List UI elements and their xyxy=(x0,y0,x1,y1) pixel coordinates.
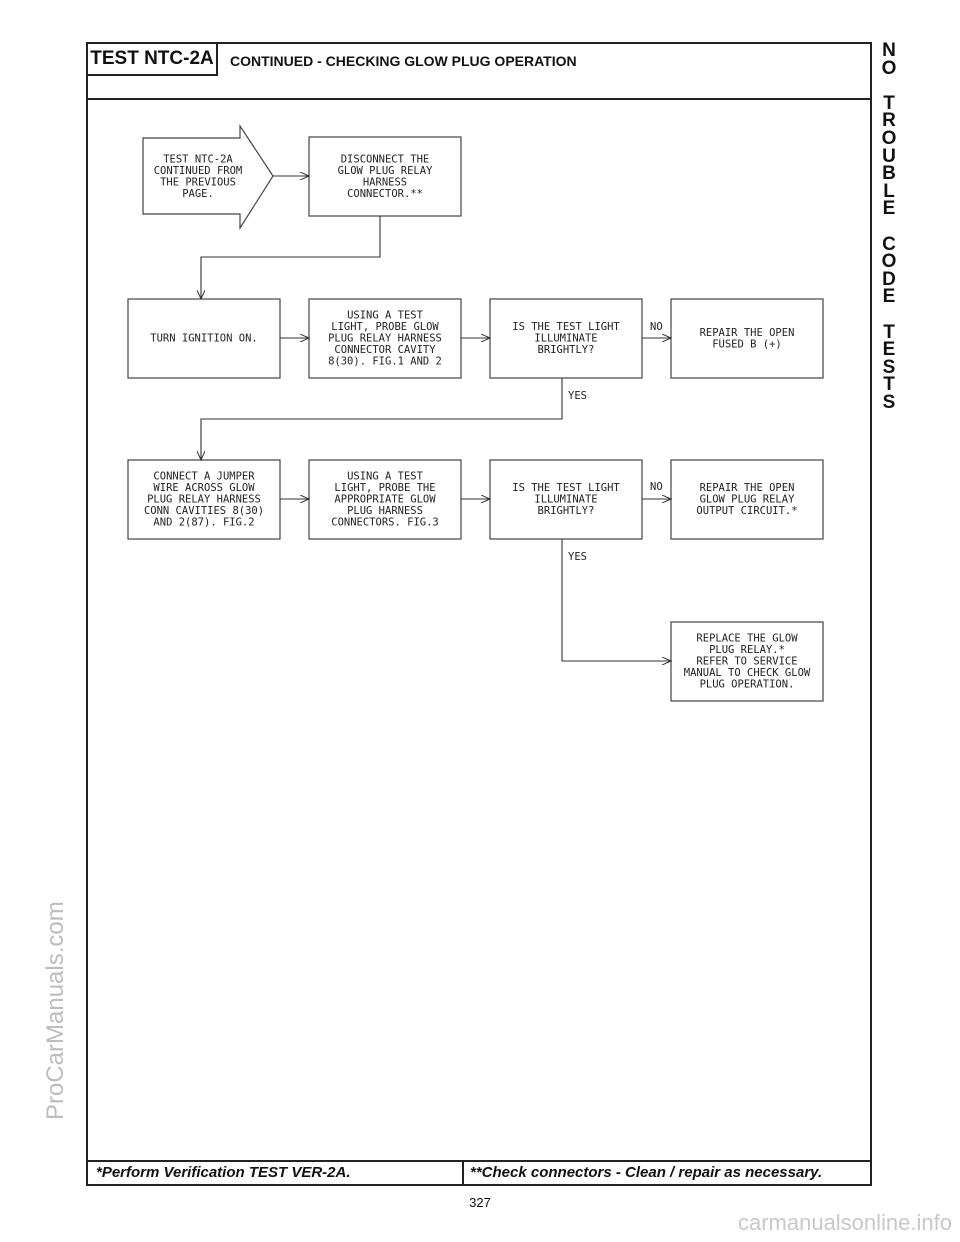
flow-text-line: CONNECTOR CAVITY xyxy=(334,344,436,356)
header-divider xyxy=(86,98,872,100)
flow-text-line: GLOW PLUG RELAY xyxy=(338,165,434,177)
flow-text-line: ILLUMINATE xyxy=(534,333,597,345)
flow-text-line: HARNESS xyxy=(363,176,407,188)
arrow-q1-yes xyxy=(201,378,563,460)
side-tab-letter: O xyxy=(881,127,897,149)
flow-text-line: CONTINUED FROM xyxy=(154,165,243,177)
flow-text-line: PLUG HARNESS xyxy=(347,505,423,517)
flow-text-line: DISCONNECT THE xyxy=(341,153,430,165)
flow-text-line: CONNECTORS. FIG.3 xyxy=(331,517,438,529)
flow-text-line: BRIGHTLY? xyxy=(538,505,595,517)
side-tab-letter: S xyxy=(882,356,896,378)
flow-text-line: PLUG RELAY.* xyxy=(709,644,785,656)
q1-yes-label: YES xyxy=(568,390,587,402)
flow-text-line: WIRE ACROSS GLOW xyxy=(153,482,255,494)
flow-text-line: TEST NTC-2A xyxy=(163,153,233,165)
watermark-left: ProCarManuals.com xyxy=(42,901,69,1120)
flow-text-line: MANUAL TO CHECK GLOW xyxy=(684,667,811,679)
flow-text-line: CONNECTOR.** xyxy=(347,188,423,200)
flow-text-line: OUTPUT CIRCUIT.* xyxy=(696,505,797,517)
flow-text-line: BRIGHTLY? xyxy=(538,344,595,356)
side-tab-letter: C xyxy=(882,233,896,255)
page-number: 327 xyxy=(469,1195,491,1210)
flow-text-line: FUSED B (+) xyxy=(712,338,782,350)
footer-note-verification: *Perform Verification TEST VER-2A. xyxy=(96,1164,351,1181)
flow-text-line: CONN CAVITIES 8(30) xyxy=(144,505,264,517)
side-tab-letter: B xyxy=(882,163,896,185)
test-label: TEST NTC-2A xyxy=(86,42,218,76)
side-tab-letter: R xyxy=(882,110,896,132)
flow-text-line: USING A TEST xyxy=(347,310,424,322)
q2-yes-label: YES xyxy=(568,551,587,563)
side-tab-letter: O xyxy=(881,57,897,79)
side-tab-letter: N xyxy=(882,40,896,61)
flow-text-line: GLOW PLUG RELAY xyxy=(700,494,796,506)
side-tab-letter: T xyxy=(883,92,895,114)
flow-text-line: TURN IGNITION ON. xyxy=(150,333,257,345)
flow-text-line: IS THE TEST LIGHT xyxy=(512,321,620,333)
flow-text-ignition: TURN IGNITION ON. xyxy=(150,333,257,345)
side-tab-letter: T xyxy=(883,374,895,396)
side-tab-letter: S xyxy=(882,391,896,413)
footer-divider xyxy=(86,1160,872,1162)
flow-text-line: APPROPRIATE GLOW xyxy=(334,494,436,506)
flow-text-line: PAGE. xyxy=(182,188,214,200)
flow-text-line: REPLACE THE GLOW xyxy=(696,633,798,645)
flow-text-line: 8(30). FIG.1 AND 2 xyxy=(328,356,442,368)
flow-text-line: LIGHT, PROBE GLOW xyxy=(331,321,439,333)
q1-no-label: NO xyxy=(650,321,663,333)
arrow-q2-yes xyxy=(561,539,671,661)
footer-note-connectors: **Check connectors - Clean / repair as n… xyxy=(470,1164,823,1181)
watermark-bottom: carmanualsonline.info xyxy=(737,1210,952,1235)
side-tab-letter: L xyxy=(883,180,895,202)
flow-text-line: USING A TEST xyxy=(347,471,424,483)
side-tab-letter: E xyxy=(882,286,896,308)
flow-text-line: AND 2(87). FIG.2 xyxy=(153,517,254,529)
flow-text-line: THE PREVIOUS xyxy=(160,176,236,188)
flow-text-line: PLUG OPERATION. xyxy=(700,679,795,691)
flow-text-line: ILLUMINATE xyxy=(534,494,597,506)
flow-text-line: IS THE TEST LIGHT xyxy=(512,482,620,494)
page-frame xyxy=(86,42,872,1186)
side-tab-letter: U xyxy=(882,145,896,167)
flow-text-line: REPAIR THE OPEN xyxy=(700,327,795,339)
arrow-disconnect-to-ignition xyxy=(201,216,381,299)
flow-text-line: REPAIR THE OPEN xyxy=(700,482,795,494)
flow-text-line: CONNECT A JUMPER xyxy=(153,471,255,483)
footer-column-divider xyxy=(462,1160,464,1186)
page-subtitle: CONTINUED - CHECKING GLOW PLUG OPERATION xyxy=(230,53,577,69)
side-tab-letter: T xyxy=(883,321,895,343)
start-arrow-shape xyxy=(142,124,274,231)
flow-text-line: PLUG RELAY HARNESS xyxy=(328,333,442,345)
flow-text-line: LIGHT, PROBE THE xyxy=(334,482,435,494)
side-tab-letter: E xyxy=(882,339,896,361)
flow-text-line: PLUG RELAY HARNESS xyxy=(147,494,261,506)
q2-no-label: NO xyxy=(650,481,663,493)
side-tab-letter: E xyxy=(882,198,896,220)
flow-text-line: REFER TO SERVICE xyxy=(696,656,797,668)
side-tab-letter: O xyxy=(881,251,897,273)
side-tab-letter: D xyxy=(882,268,896,290)
